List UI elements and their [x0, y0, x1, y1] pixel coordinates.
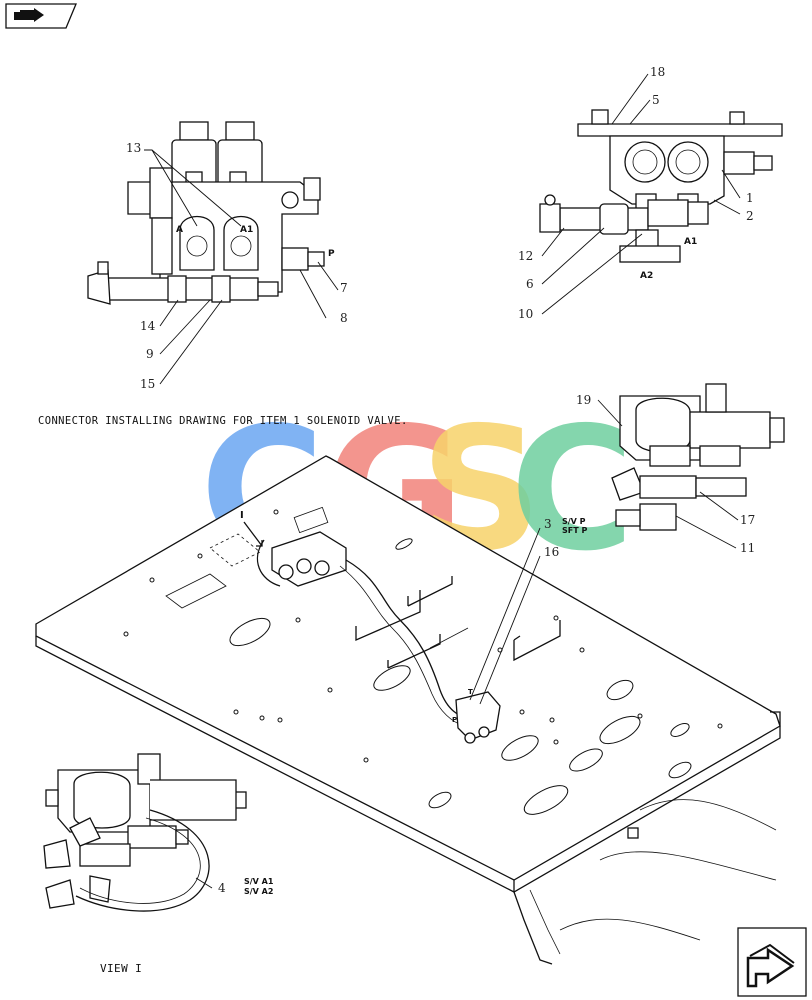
callout-15: 15 [140, 377, 155, 391]
view-label: VIEW I [100, 962, 142, 975]
sv-p-label: S/V P [562, 517, 586, 526]
callout-19: 19 [576, 393, 591, 407]
callout-9: 9 [146, 347, 154, 361]
callout-3: 3 [544, 517, 552, 531]
view-marker: I [240, 510, 244, 521]
callout-6: 6 [526, 277, 534, 291]
callout-5: 5 [652, 93, 660, 107]
callout-1: 1 [746, 191, 754, 205]
sft-p-label: SFT P [562, 526, 587, 535]
port-label-right-a1: A1 [684, 237, 697, 247]
callout-18: 18 [650, 65, 665, 79]
view-i-detail: S/V A1 S/V A2 [43, 753, 274, 912]
valve-port-label-p: P [452, 716, 457, 724]
valve-detail-right [597, 383, 785, 549]
sv-a1-label: S/V A1 [244, 877, 274, 886]
callout-11: 11 [740, 541, 755, 555]
mounting-plate: T P I S/V P SFT P [35, 455, 781, 965]
callout-2: 2 [746, 209, 754, 223]
callout-4: 4 [218, 881, 226, 895]
callout-10: 10 [518, 307, 533, 321]
port-label-a1: A1 [240, 225, 253, 235]
port-label-right-a2: A2 [640, 271, 653, 281]
callout-12: 12 [518, 249, 533, 263]
callouts: 13 7 8 14 9 15 18 5 1 2 12 6 10 19 17 11… [126, 65, 755, 895]
valve-port-label-t: T [468, 688, 473, 696]
valve-assembly-front-view: A A1 P [87, 121, 339, 385]
watermark-letter-4: C [510, 391, 635, 589]
callout-17: 17 [740, 513, 755, 527]
port-label-a: A [176, 225, 183, 235]
connector-caption: CONNECTOR INSTALLING DRAWING FOR ITEM 1 … [38, 415, 408, 427]
next-page-icon[interactable] [737, 927, 807, 997]
callout-8: 8 [340, 311, 348, 325]
callout-13: 13 [126, 141, 141, 155]
previous-page-icon[interactable] [5, 3, 77, 29]
callout-16: 16 [544, 545, 559, 559]
callout-7: 7 [340, 281, 348, 295]
valve-assembly-side-view: A1 A2 [539, 73, 783, 315]
callout-14: 14 [140, 319, 156, 333]
port-label-p: P [328, 249, 335, 259]
sv-a2-label: S/V A2 [244, 887, 273, 896]
